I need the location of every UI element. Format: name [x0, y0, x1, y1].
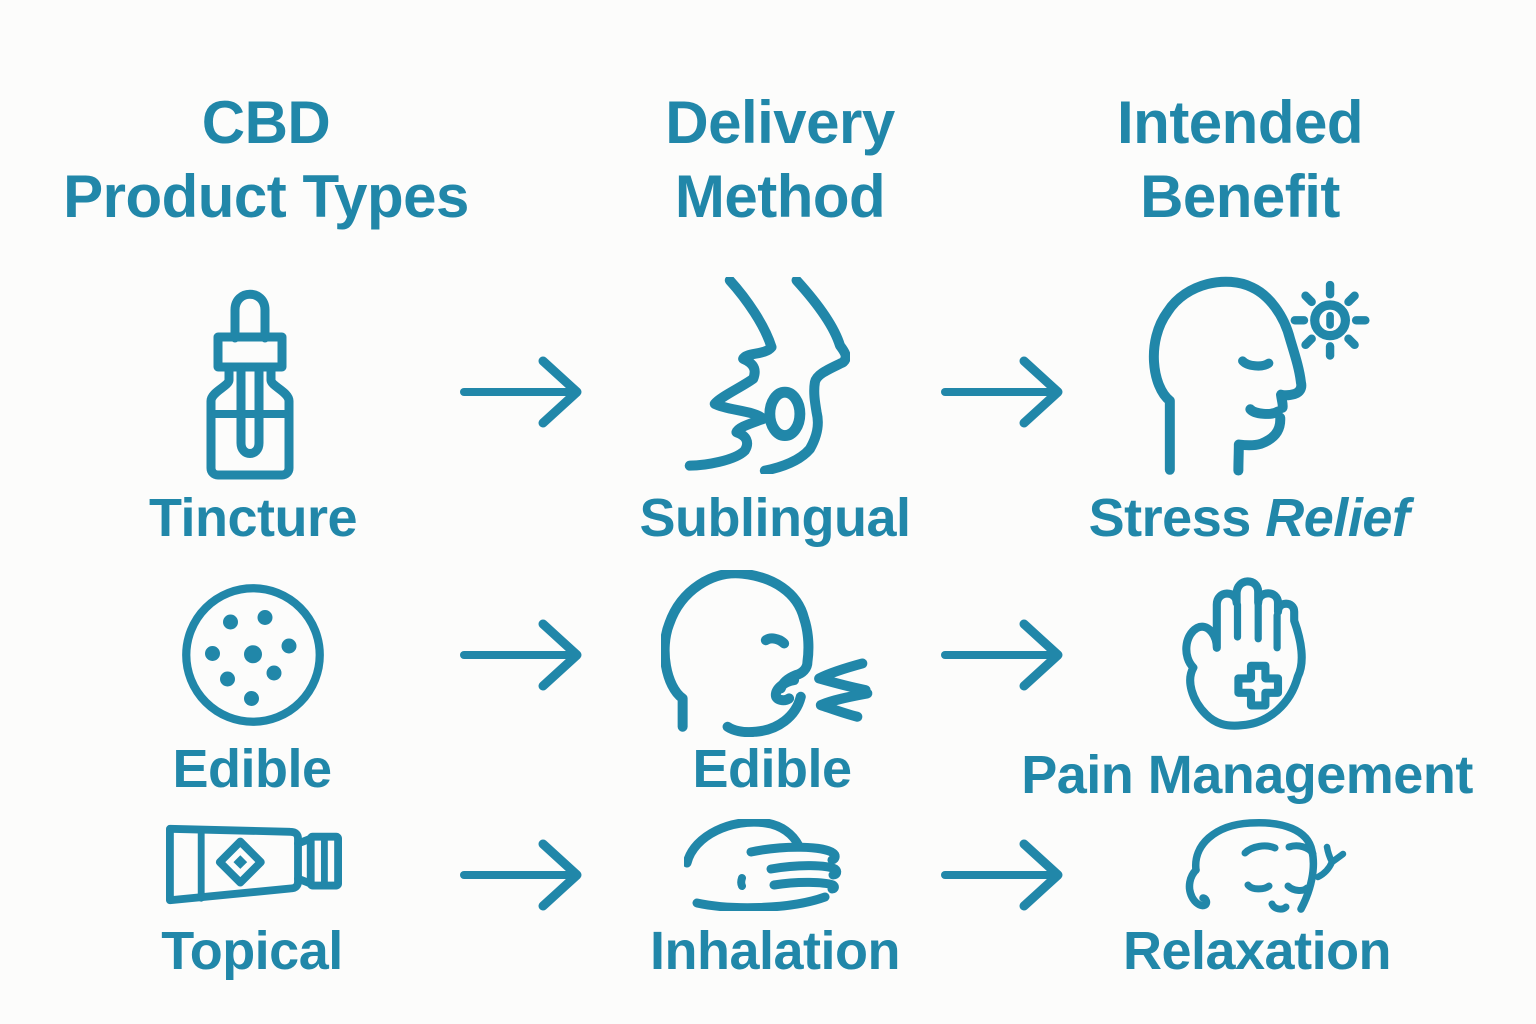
label-tincture: Tincture: [148, 488, 358, 548]
header-line-2: Benefit: [1140, 163, 1340, 230]
column-header-intended-benefit: Intended Benefit: [1117, 86, 1364, 234]
arrow-icon: [941, 839, 1063, 911]
header-line-1: CBD: [201, 89, 331, 156]
arrow-icon: [941, 619, 1063, 691]
label-edible-delivery: Edible: [692, 739, 852, 799]
cookie-chips: [205, 610, 297, 706]
label-sublingual: Sublingual: [639, 488, 912, 548]
inhalation-hand-icon: [684, 819, 842, 911]
header-line-2: Product Types: [63, 163, 469, 230]
label-relaxation: Relaxation: [1122, 921, 1392, 981]
sublingual-mouth-drop-icon: [684, 277, 850, 474]
label-topical: Topical: [161, 921, 343, 981]
arrow-icon: [460, 619, 582, 691]
label-inhalation: Inhalation: [650, 921, 901, 981]
relaxation-face-icon: [1185, 818, 1347, 913]
header-line-1: Intended: [1117, 89, 1364, 156]
arrow-icon: [941, 356, 1063, 428]
arrow-icon: [460, 839, 582, 911]
stress-relief-head-sun-icon: [1148, 276, 1370, 476]
label-stress-relief: Stress Relief: [1088, 488, 1410, 548]
header-line-1: Delivery: [665, 89, 895, 156]
arrow-icon: [460, 356, 582, 428]
label-pain-management: Pain Management: [1021, 745, 1473, 805]
header-line-2: Method: [674, 163, 886, 230]
tincture-dropper-bottle-icon: [206, 289, 294, 480]
pain-management-hand-cross-icon: [1182, 577, 1306, 730]
relief-accent-mark: [1314, 843, 1347, 881]
cookie-edible-icon: [182, 584, 324, 726]
eating-face-icon: [661, 570, 873, 737]
sun-rays: [1290, 280, 1370, 360]
column-header-delivery-method: Delivery Method: [665, 86, 895, 234]
topical-cream-tube-icon: [166, 824, 342, 905]
column-header-product-types: CBD Product Types: [63, 86, 469, 234]
label-edible-product: Edible: [172, 739, 332, 799]
